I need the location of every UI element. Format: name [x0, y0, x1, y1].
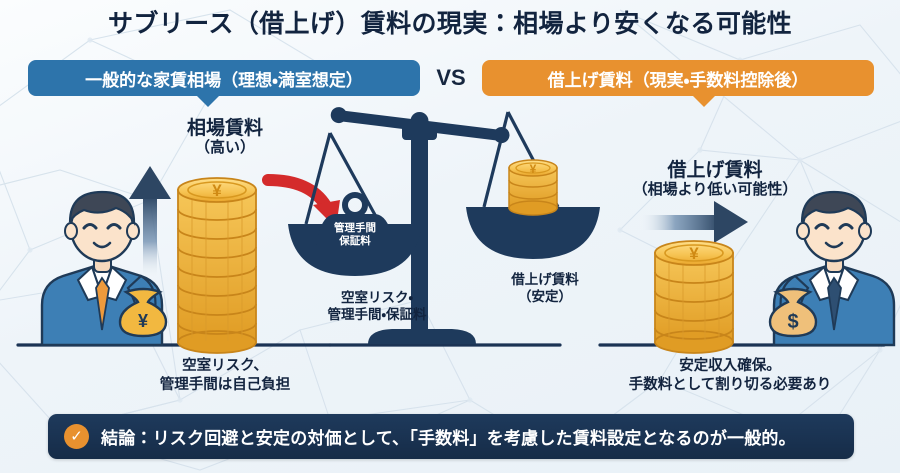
scale-right-pan-caption: 借上げ賃料 （安定） [470, 272, 620, 306]
scale-left-pan-caption-line2: 管理手間・保証料 [327, 306, 427, 322]
scale-right-pan-caption-line2: （安定） [518, 288, 572, 304]
weight-icon: 管理手間 保証料 [316, 192, 394, 248]
right-column-caption-line1: 安定収入確保。 [679, 358, 781, 374]
weight-label-line1: 管理手間 [333, 221, 376, 234]
check-circle-icon: ✓ [64, 424, 89, 449]
scale-right-pan-caption-line1: 借上げ賃料 [511, 272, 579, 287]
left-column-caption: 空室リスク、 管理手間は自己負担 [55, 357, 395, 395]
up-arrow-icon [129, 166, 171, 280]
vs-label: VS [436, 65, 466, 90]
left-column-caption-line1: 空室リスク、 [182, 358, 268, 374]
conclusion-text: 結論：リスク回避と安定の対価として、「手数料」を考慮した賃料設定となるのが一般的… [101, 429, 796, 448]
yen-coin-stack-scale-icon [508, 159, 558, 216]
businessman-with-dollar-bag-icon: $ [768, 190, 896, 347]
right-column-heading-main: 借上げ賃料 [667, 160, 763, 181]
weight-label-line2: 保証料 [338, 234, 371, 247]
page-title: サブリース（借上げ）賃料の現実：相場より安くなる可能性 [107, 10, 793, 38]
scale-pan-right: ¥ [466, 111, 600, 259]
scale-left-pan-caption: 空室リスク・ 管理手間・保証料 [282, 290, 472, 324]
businessman-with-yen-bag-icon: ¥ [40, 190, 168, 347]
right-column-heading-sub: （相場より低い可能性） [632, 181, 798, 199]
right-column-heading: 借上げ賃料 （相場より低い可能性） [570, 160, 860, 199]
left-column-heading-sub: （高い） [194, 139, 255, 157]
yen-coin-stack-left-icon: ¥ [177, 177, 257, 354]
left-column-heading-main: 相場賃料 [186, 118, 263, 139]
scale-left-pan-caption-line1: 空室リスク・ [340, 290, 414, 305]
right-column-caption: 安定収入確保。 手数料として割り切る必要あり [560, 357, 900, 395]
badge-sublease-rent: 借上げ賃料（現実・手数料控除後） [482, 60, 874, 107]
badge-market-rent: 一般的な家賃相場（理想・満室想定） [28, 60, 420, 107]
svg-text:¥: ¥ [689, 244, 699, 263]
yen-coin-stack-right-icon: ¥ [654, 240, 734, 354]
scale-pan-left: 管理手間 保証料 [288, 132, 422, 276]
conclusion-bar: ✓ 結論：リスク回避と安定の対価として、「手数料」を考慮した賃料設定となるのが一… [48, 414, 854, 459]
svg-text:¥: ¥ [530, 162, 537, 176]
svg-text:¥: ¥ [138, 311, 148, 331]
right-column-caption-line2: 手数料として割り切る必要あり [628, 377, 832, 394]
left-column-caption-line2: 管理手間は自己負担 [159, 377, 291, 394]
svg-text:$: $ [787, 311, 798, 333]
svg-text:¥: ¥ [212, 181, 222, 200]
balance-scale-icon: 管理手間 保証料 [288, 107, 600, 344]
right-arrow-icon [638, 201, 748, 243]
left-column-heading: 相場賃料 （高い） [110, 118, 340, 157]
